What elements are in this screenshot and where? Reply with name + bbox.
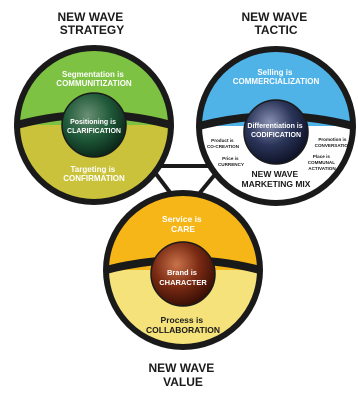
differentiation-label: Differentiation is CODIFICATION	[247, 123, 304, 139]
value-title: NEW WAVE VALUE	[148, 361, 217, 389]
price-label: Price is CURRENCY	[218, 156, 244, 167]
segmentation-label: Segmentation is COMMUNITIZATION	[56, 70, 132, 88]
strategy-title: NEW WAVE STRATEGY	[57, 10, 126, 37]
tactic-core-sphere	[243, 99, 309, 165]
value-core-sphere	[150, 241, 216, 307]
process-label: Process is COLLABORATION	[146, 315, 220, 335]
product-label: Product is CO-CREATION	[207, 138, 240, 149]
brand-label: Brand is CHARACTER	[159, 268, 207, 287]
selling-label: Selling is COMMERCIALIZATION	[233, 68, 320, 86]
targeting-label: Targeting is CONFIRMATION	[63, 165, 125, 183]
service-label: Service is CARE	[162, 214, 204, 234]
strategy-core-sphere	[61, 92, 127, 158]
promotion-label: Promotion is CONVERSATION	[315, 137, 352, 148]
place-label: Place is COMMUNAL ACTIVATION	[308, 154, 337, 171]
marketing-mix-label: NEW WAVE MARKETING MIX	[242, 169, 311, 189]
positioning-label: Positioning is CLARIFICATION	[67, 119, 121, 135]
tactic-title: NEW WAVE TACTIC	[241, 10, 310, 37]
